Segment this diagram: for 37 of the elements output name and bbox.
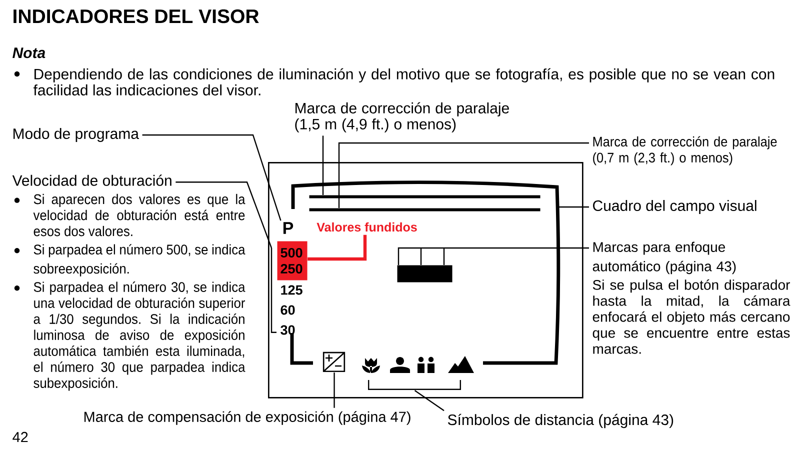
viewfinder-outline [268, 162, 584, 398]
note-text: Dependiendo de las condiciones de iluminación y del motivo que se fotografía, es posible que no se vean con facilidad las indicaciones del visor. [33, 68, 774, 96]
leader-line [398, 247, 590, 266]
callout-text: Marca de compensación de exposición (página 47) [84, 411, 410, 425]
leader-line [308, 234, 367, 261]
highlight-box: 500 250 [277, 241, 308, 280]
shutter-speed: 125 [281, 285, 302, 295]
callout-text: Modo de programa [14, 128, 139, 142]
note-heading: Nota [12, 48, 46, 58]
callout-text: Valores fundidos [316, 222, 417, 232]
page-number: 42 [12, 432, 28, 442]
leader-line [338, 142, 589, 208]
leader-line [142, 134, 282, 221]
bracket [270, 248, 276, 333]
callout-text: Marca de corrección de paralaje (0,7 m (2,3 ft.) o menos) [593, 136, 777, 166]
leader-line [558, 206, 589, 208]
callout-text: Marca de corrección de paralaje (1,5 m (4,9 ft.) o menos) [295, 102, 509, 132]
leader-line [322, 136, 324, 195]
parallax-line [309, 208, 540, 212]
bullet-text: Si parpadea el número 30, se indica una velocidad de obturación superior a 1/30 segundos. Si la indicación luminosa de aviso de exposición automática también esta iluminada, el número 30 que parpadea indica subexposición. [34, 282, 246, 391]
bracket [368, 380, 461, 390]
bullet-text: Si aparecen dos valores es que la velocidad de obturación está entre esos dos valores. [33, 194, 246, 236]
plus-minus-icon [322, 352, 346, 372]
leader-line [176, 182, 272, 248]
leader-line [414, 390, 444, 412]
callout-text: Cuadro del campo visual [593, 200, 756, 214]
shutter-speed: 60 [280, 305, 295, 315]
callout-heading: Velocidad de obturación [12, 174, 172, 186]
bullet-text: Si parpadea el número 500, se indica sobreexposición. [34, 244, 246, 276]
leader-line [334, 372, 335, 408]
focus-mark [397, 265, 452, 282]
callout-text: Símbolos de distancia (página 43) [448, 414, 674, 428]
title: INDICADORES DEL VISOR [14, 9, 259, 24]
description-text: Si se pulsa el botón disparador hasta la mitad, la cámara enfocará el objeto más cercano que se encuentre entre estas marcas. [592, 279, 790, 354]
mode-letter: P [283, 222, 294, 234]
parallax-line [309, 195, 540, 198]
callout-text: Marcas para enfoque automático (página 43) [592, 242, 736, 274]
